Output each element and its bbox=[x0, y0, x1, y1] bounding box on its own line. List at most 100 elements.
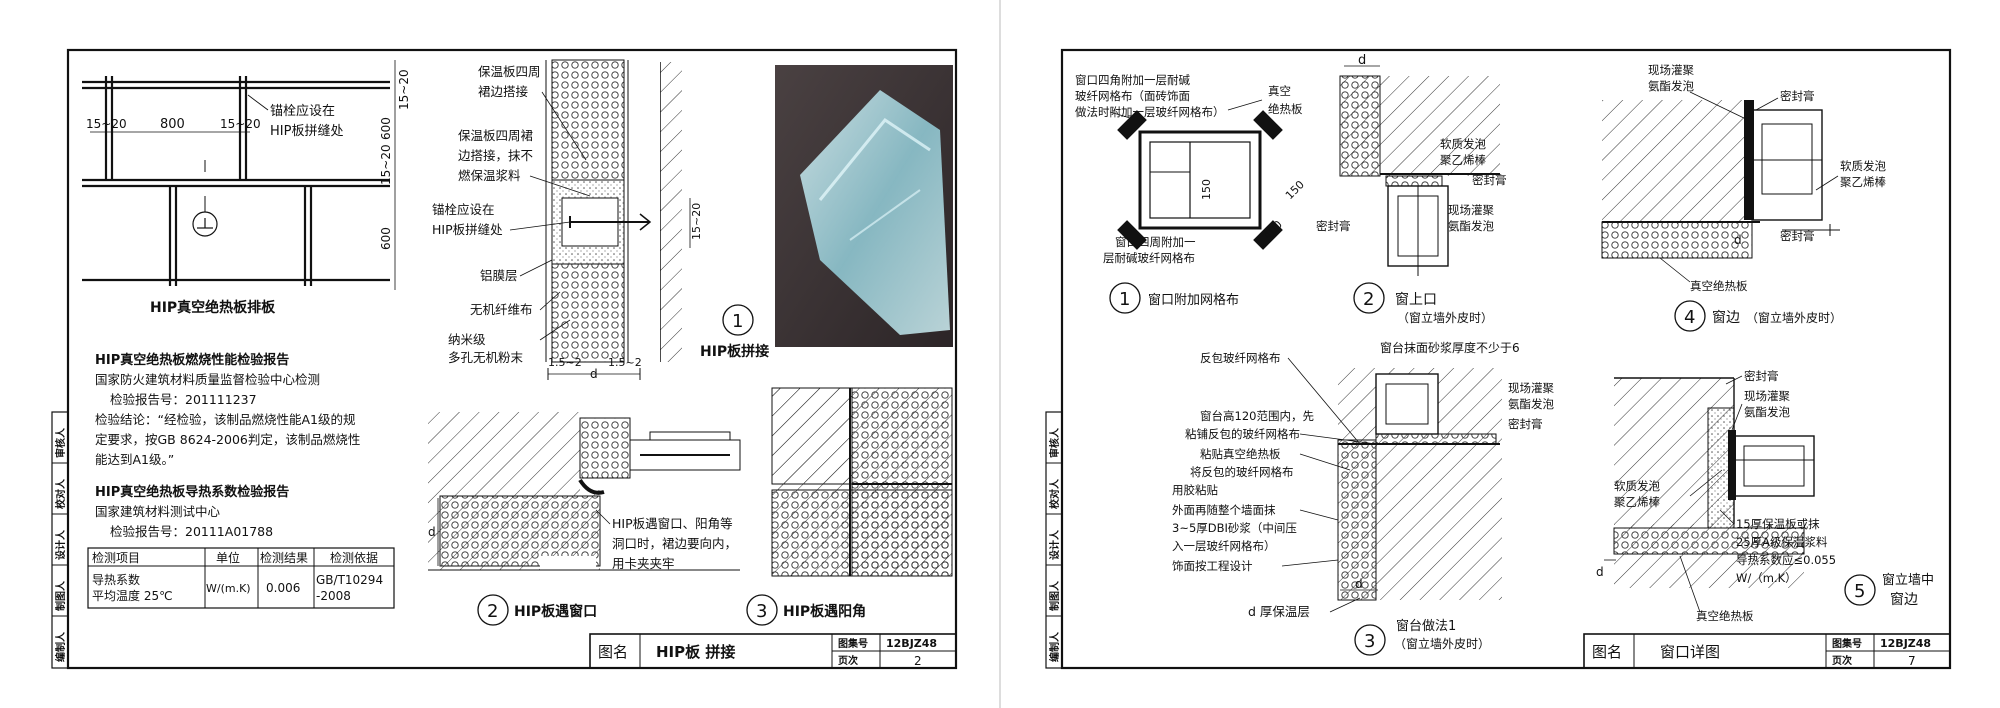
dim-right-h1: 600 bbox=[379, 117, 393, 140]
table-header-1: 检测项目 bbox=[92, 550, 140, 565]
right-tb-label: 图名 bbox=[1592, 643, 1622, 661]
layout-note-2: HIP板拼缝处 bbox=[270, 124, 343, 139]
right-tb-name: 窗口详图 bbox=[1660, 643, 1720, 661]
sec-label-2: 裙边搭接 bbox=[478, 84, 529, 99]
r-d4-sub: （窗立墙外皮时） bbox=[1746, 310, 1842, 325]
r-d2-l4: 现场灌聚 bbox=[1448, 203, 1494, 217]
detail3-title: HIP板遇阳角 bbox=[783, 603, 866, 620]
right-tb-page-label: 页次 bbox=[1832, 654, 1852, 667]
detail3-circle bbox=[746, 594, 778, 626]
r-d1-panel2: 绝热板 bbox=[1268, 102, 1303, 116]
left-sidebar-signatures: 审核人 校对人 设计人 制图人 编制人 bbox=[51, 411, 69, 669]
product-photo bbox=[775, 65, 953, 347]
panel-layout-diagram: 15~20 800 15~20 锚栓应设在 HIP板拼缝处 15~20 600 … bbox=[82, 60, 411, 316]
table-header-2: 单位 bbox=[216, 550, 240, 565]
r-d5-l8: 导热系数应≤0.055 bbox=[1736, 553, 1836, 567]
detail1-title: HIP板拼接 bbox=[700, 343, 769, 360]
sec-label-1: 保温板四周 bbox=[478, 64, 541, 79]
detail1-circle bbox=[722, 304, 754, 336]
table-cell-1b: 平均温度 25℃ bbox=[92, 588, 173, 603]
right-page: 审核人 校对人 设计人 制图人 编制人 窗口四角附加一层耐碱 玻纤网格布（面砖饰… bbox=[1045, 48, 1952, 670]
detail3-corner: 3 HIP板遇阳角 bbox=[746, 387, 953, 626]
r-d5-circle bbox=[1844, 574, 1876, 606]
report1-line-4: 定要求，按GB 8624-2006判定，该制品燃烧性 bbox=[95, 432, 360, 447]
r-d4-l7: 真空绝热板 bbox=[1690, 279, 1748, 293]
report1-line-1: 国家防火建筑材料质量监督检验中心检测 bbox=[95, 372, 320, 387]
sidebar-1: 审核人 bbox=[54, 427, 67, 458]
r-sidebar-4: 制图人 bbox=[1048, 580, 1061, 611]
report2-title: HIP真空绝热板导热系数检验报告 bbox=[95, 484, 289, 500]
r-d5-title: 窗立墙中 bbox=[1882, 572, 1934, 588]
r-sidebar-1: 审核人 bbox=[1048, 427, 1061, 458]
dim-right-h2: 600 bbox=[379, 227, 393, 250]
report1-line-2: 检验报告号：201111237 bbox=[110, 392, 257, 407]
r-d5-number: 5 bbox=[1854, 581, 1865, 602]
r-d3-l9: 入一层玻纤网格布） bbox=[1172, 539, 1276, 553]
right-tb-atlas-label: 图集号 bbox=[1832, 637, 1862, 650]
r-d4-number: 4 bbox=[1684, 307, 1695, 328]
r-d3-l4: 粘贴真空绝热板 bbox=[1200, 447, 1281, 461]
r-d3-title: 窗台做法1 bbox=[1396, 618, 1456, 634]
sidebar-2: 校对人 bbox=[54, 478, 67, 509]
test-table: 检测项目 单位 检测结果 检测依据 导热系数 平均温度 25℃ W/(m.K) … bbox=[87, 547, 395, 609]
r-d1-circle bbox=[1109, 282, 1141, 314]
r-d3-l6: 用胶粘贴 bbox=[1172, 483, 1218, 497]
r-d3-dim: d bbox=[1355, 577, 1363, 591]
r-d2-title: 窗上口 bbox=[1395, 291, 1437, 308]
thermal-report: HIP真空绝热板导热系数检验报告 国家建筑材料测试中心 检验报告号：20111A… bbox=[95, 484, 289, 539]
dim-bottom-r: 1.5~2 bbox=[608, 356, 642, 369]
r-d3-l2: 窗台高120范围内，先 bbox=[1200, 409, 1314, 423]
sec-label-7: HIP板拼缝处 bbox=[432, 222, 503, 237]
r-d4-l1: 现场灌聚 bbox=[1648, 63, 1694, 77]
r-d2-dim: d bbox=[1358, 53, 1366, 68]
r-sidebar-2: 校对人 bbox=[1048, 478, 1061, 509]
r-d3-top: 窗台抹面砂浆厚度不少于6 bbox=[1380, 340, 1520, 355]
r-d3-l8: 3~5厚DBI砂浆（中间压 bbox=[1172, 521, 1297, 535]
r-d3-number: 3 bbox=[1364, 631, 1375, 652]
sec-label-5: 燃保温浆料 bbox=[458, 168, 521, 183]
r-d3-r1: 现场灌聚 bbox=[1508, 381, 1554, 395]
r-d2-l2: 聚乙烯棒 bbox=[1440, 153, 1486, 167]
r-d5-l6: 15厚保温板或抹 bbox=[1736, 517, 1820, 531]
r-d5-l1: 密封膏 bbox=[1744, 369, 1779, 383]
right-tb-page: 7 bbox=[1908, 654, 1916, 668]
r-d3-l7: 外面再随整个墙面抹 bbox=[1172, 503, 1276, 517]
dim-bottom-d: d bbox=[590, 367, 598, 381]
report2-line-2: 检验报告号：20111A01788 bbox=[110, 524, 273, 539]
left-tb-atlas-label: 图集号 bbox=[838, 637, 868, 650]
sec-label-10: 纳米级 bbox=[448, 332, 486, 347]
report1-line-5: 能达到A1级。” bbox=[95, 452, 174, 467]
sec-label-9: 无机纤维布 bbox=[470, 302, 533, 317]
r-d4-l4: 软质发泡 bbox=[1840, 159, 1886, 173]
dim-right-top: 15~20 bbox=[397, 69, 411, 110]
r-d4-l2: 氨酯发泡 bbox=[1648, 79, 1694, 93]
r-d5-l9: W/（m.K） bbox=[1736, 571, 1797, 585]
sec-label-11: 多孔无机粉末 bbox=[448, 350, 524, 365]
window-note-1: HIP板遇窗口、阳角等 bbox=[612, 516, 733, 531]
r-detail4-side: d 现场灌聚 氨酯发泡 密封膏 软质发泡 聚乙烯棒 密封膏 真空绝热板 4 窗边… bbox=[1601, 63, 1886, 332]
r-d5-dim: d bbox=[1596, 565, 1604, 579]
r-d4-l5: 聚乙烯棒 bbox=[1840, 175, 1886, 189]
window-note-2: 洞口时，裙边要向内， bbox=[612, 536, 737, 551]
sidebar-4: 制图人 bbox=[54, 580, 67, 611]
detail2-window: d HIP板遇窗口、阳角等 洞口时，裙边要向内， 用卡夹夹牢 2 HIP板遇窗口 bbox=[428, 412, 741, 626]
r-d3-l5: 将反包的玻纤网格布 bbox=[1190, 465, 1294, 479]
r-d1-dim150b: 150 bbox=[1283, 178, 1307, 202]
r-d2-l5: 氨酯发泡 bbox=[1448, 219, 1494, 233]
r-d5-title2: 窗边 bbox=[1890, 591, 1918, 608]
r-d4-l3: 密封膏 bbox=[1780, 89, 1815, 103]
fire-report: HIP真空绝热板燃烧性能检验报告 国家防火建筑材料质量监督检验中心检测 检验报告… bbox=[95, 352, 360, 467]
left-page: 审核人 校对人 设计人 制图人 编制人 15~ bbox=[51, 48, 958, 670]
right-tb-atlas: 12BJZ48 bbox=[1880, 637, 1931, 650]
r-d2-l1: 软质发泡 bbox=[1440, 137, 1486, 151]
r-d1-panel: 真空 bbox=[1268, 84, 1291, 98]
sec-label-8: 铝膜层 bbox=[480, 268, 518, 283]
left-title-block: 图名 HIP板 拼接 图集号 12BJZ48 页次 2 bbox=[589, 633, 957, 669]
dim-vert: 15~20 bbox=[690, 203, 703, 240]
r-d4-circle bbox=[1674, 300, 1706, 332]
sec-label-4: 边搭接，抹不 bbox=[458, 148, 533, 163]
r-d5-l2: 现场灌聚 bbox=[1744, 389, 1790, 403]
detail2-circle bbox=[477, 594, 509, 626]
r-d1-top-2: 玻纤网格布（面砖饰面 bbox=[1075, 89, 1190, 103]
r-d5-l10: 真空绝热板 bbox=[1696, 609, 1754, 623]
